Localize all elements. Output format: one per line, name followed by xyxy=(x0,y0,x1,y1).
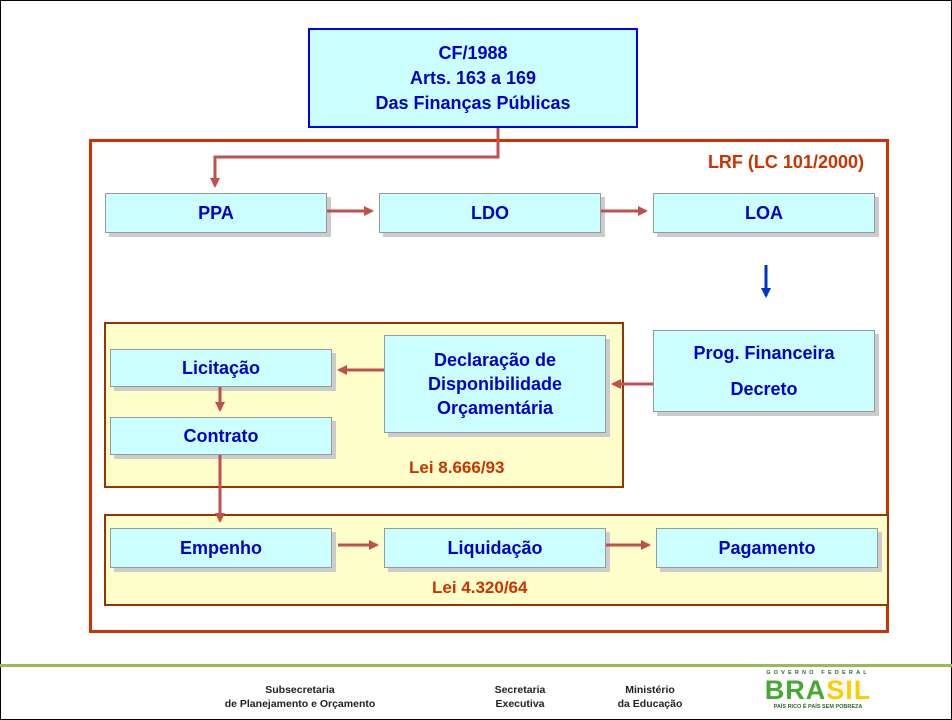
constitution-title: CF/1988 xyxy=(438,42,508,63)
ldo-node: LDO xyxy=(379,193,601,233)
ppa-label: PPA xyxy=(198,203,234,223)
footer-subsecretaria-line2: de Planejamento e Orçamento xyxy=(224,698,376,710)
declaracao-line1: Declaração de xyxy=(433,350,557,370)
pagamento-label: Pagamento xyxy=(718,538,816,558)
empenho-label: Empenho xyxy=(179,538,262,558)
prog-financeira-label: Prog. Financeira xyxy=(693,343,835,363)
brasil-logo-slogan: PAÍS RICO É PAÍS SEM POBREZA xyxy=(773,704,863,710)
lrf-label: LRF (LC 101/2000) xyxy=(707,152,864,172)
liquidacao-label: Liquidação xyxy=(447,538,543,558)
declaracao-line2: Disponibilidade xyxy=(427,374,562,394)
licitacao-node: Licitação xyxy=(110,349,332,387)
brasil-logo-top: GOVERNO FEDERAL xyxy=(766,670,870,676)
constitution-subject: Das Finanças Públicas xyxy=(375,92,571,113)
pagamento-node: Pagamento xyxy=(656,528,878,568)
brasil-logo: GOVERNO FEDERAL BRASIL PAÍS RICO É PAÍS … xyxy=(760,670,876,720)
lei-4320-label: Lei 4.320/64 xyxy=(432,578,528,597)
footer-secretaria: Secretaria Executiva xyxy=(480,683,560,711)
empenho-node: Empenho xyxy=(110,528,332,568)
declaracao-node: Declaração de Disponibilidade Orçamentár… xyxy=(384,335,606,433)
contrato-node: Contrato xyxy=(110,417,332,455)
prog-financeira-node: Prog. Financeira Decreto xyxy=(653,330,875,412)
loa-node: LOA xyxy=(653,193,875,233)
footer-divider xyxy=(0,664,952,667)
declaracao-line3: Orçamentária xyxy=(436,398,554,418)
footer-secretaria-line1: Secretaria xyxy=(494,684,546,696)
footer-ministerio: Ministério da Educação xyxy=(595,683,705,711)
brasil-logo-wordmark: BRASIL xyxy=(760,676,876,704)
ppa-node: PPA xyxy=(105,193,327,233)
liquidacao-node: Liquidação xyxy=(384,528,606,568)
constitution-articles: Arts. 163 a 169 xyxy=(409,67,537,88)
footer-ministerio-line2: da Educação xyxy=(617,698,683,710)
brasil-logo-part1: BRA xyxy=(764,675,827,705)
footer-subsecretaria-line1: Subsecretaria xyxy=(265,684,335,696)
footer-secretaria-line2: Executiva xyxy=(495,698,545,710)
constitution-box: CF/1988 Arts. 163 a 169 Das Finanças Púb… xyxy=(308,28,638,128)
ldo-label: LDO xyxy=(471,203,509,223)
loa-label: LOA xyxy=(745,203,783,223)
footer-ministerio-line1: Ministério xyxy=(625,684,675,696)
licitacao-label: Licitação xyxy=(181,358,261,378)
contrato-label: Contrato xyxy=(183,426,259,446)
decreto-label: Decreto xyxy=(730,379,798,399)
lei-8666-label: Lei 8.666/93 xyxy=(409,458,505,477)
footer-subsecretaria: Subsecretaria de Planejamento e Orçament… xyxy=(200,683,400,711)
brasil-logo-part2: SIL xyxy=(826,675,872,705)
